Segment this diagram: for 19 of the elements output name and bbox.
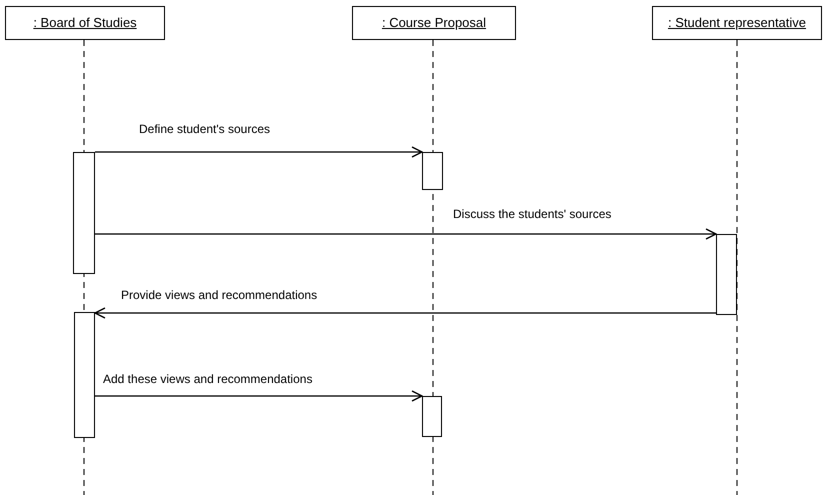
activation-bar (73, 152, 95, 274)
message-label: Discuss the students' sources (452, 207, 612, 221)
message-arrow (95, 228, 717, 240)
object-name: : Student representative (668, 14, 806, 32)
message-label: Define student's sources (138, 122, 272, 136)
message-label: Add these views and recommendations (102, 372, 314, 386)
object-box (652, 6, 822, 40)
message-arrow (94, 307, 716, 319)
activation-bar (74, 312, 95, 438)
activation-bar (422, 152, 443, 190)
message-label: Provide views and recommendations (120, 288, 318, 302)
activation-bar (716, 234, 737, 315)
object-box (5, 6, 165, 40)
message-arrow (95, 390, 423, 402)
message-arrow (95, 146, 423, 158)
object-name: : Course Proposal (382, 14, 486, 32)
object-box (352, 6, 516, 40)
activation-bar (422, 396, 442, 437)
object-name: : Board of Studies (33, 14, 137, 32)
